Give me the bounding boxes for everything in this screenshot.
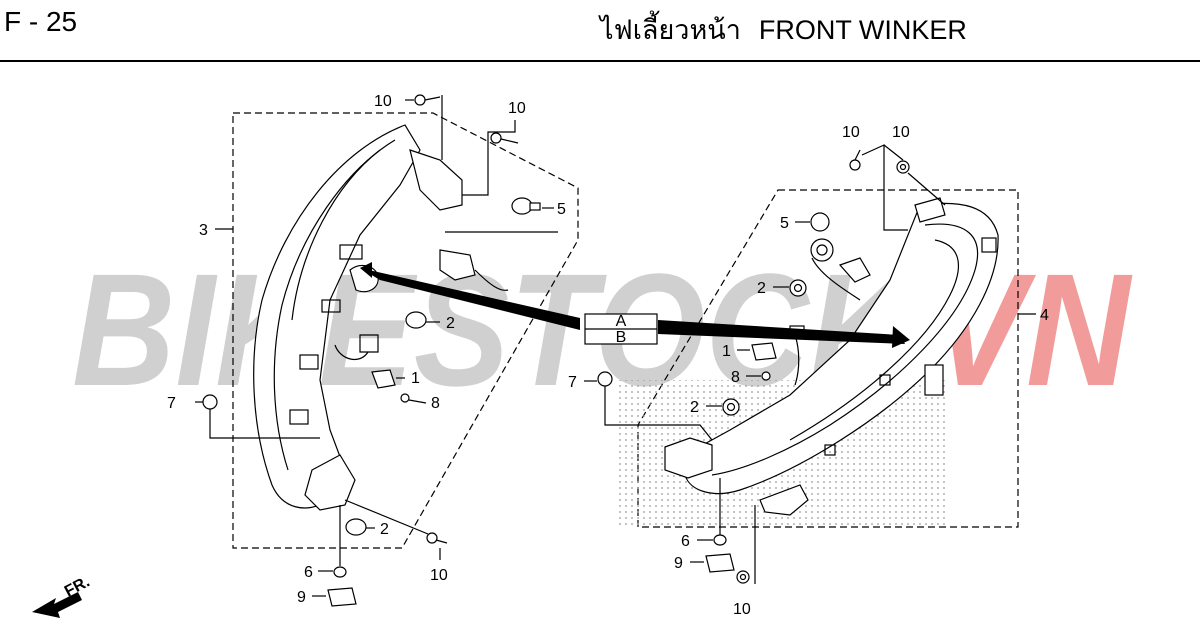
page-header: F - 25 ไฟเลี้ยวหน้า FRONT WINKER (0, 0, 1200, 62)
screw-part-8 (400, 393, 427, 404)
callout-10: 10 (508, 100, 526, 117)
callout-10: 10 (430, 567, 448, 584)
callout-10: 10 (842, 124, 860, 141)
right-tab (981, 237, 997, 253)
callout-10: 10 (374, 93, 392, 110)
front-arrow-icon (32, 592, 82, 618)
right-housing-lens-line (789, 239, 959, 441)
clip-nut-part-9 (705, 553, 735, 573)
callout-7: 7 (167, 395, 176, 412)
leader-line (883, 144, 904, 161)
clip-part-1 (371, 369, 405, 389)
screw-part-10 (414, 94, 441, 106)
nut-part-6 (333, 566, 347, 578)
figure-title-english: FRONT WINKER (758, 15, 967, 45)
leader-line (344, 499, 441, 560)
arrow-head-right (892, 326, 910, 348)
screw-part-10 (736, 570, 750, 584)
clip-nut-part-9 (327, 587, 357, 607)
bulb-part-5 (511, 197, 541, 215)
callout-3: 3 (199, 222, 208, 239)
callout-4: 4 (1040, 307, 1049, 324)
left-housing-lens-line (291, 149, 381, 321)
left-winker-assembly (195, 94, 579, 607)
right-tab (824, 444, 836, 456)
right-winker-housing (684, 202, 999, 495)
screw-part-10 (896, 160, 910, 174)
bolt-part-7 (597, 371, 613, 400)
callout-9: 9 (297, 589, 306, 606)
leader-line (604, 400, 713, 441)
left-bottom-bracket (304, 454, 356, 511)
callout-10: 10 (733, 601, 751, 618)
right-winker-assembly (584, 144, 1036, 584)
nut-part-6 (713, 534, 727, 546)
right-tab (924, 364, 944, 396)
callout-2: 2 (446, 315, 455, 332)
callout-2: 2 (690, 399, 699, 416)
right-housing-inner-line (711, 223, 979, 476)
parts-diagram: BIKESTOCK VN (32, 93, 1133, 618)
left-wire (334, 344, 369, 361)
figure-title-thai: ไฟเลี้ยวหน้า (600, 15, 741, 45)
callout-9: 9 (674, 555, 683, 572)
grommet-part-2 (345, 518, 375, 536)
left-top-bracket (409, 149, 463, 211)
callout-7: 7 (568, 374, 577, 391)
callout-10: 10 (892, 124, 910, 141)
leader-line (209, 425, 320, 439)
callout-labels: 10 10 5 3 2 1 8 7 2 10 6 9 10 10 5 2 4 1… (167, 93, 1049, 618)
leader-line (907, 172, 946, 206)
header-rule (0, 60, 1200, 62)
direction-label: FR. (62, 573, 93, 600)
socket-with-wire (439, 249, 509, 291)
arrow-head-left (360, 262, 372, 278)
left-housing-inner-line (273, 139, 396, 471)
callout-1: 1 (722, 343, 731, 360)
grommet-part-2 (405, 311, 440, 329)
right-socket-with-wire (810, 238, 871, 301)
callout-5: 5 (557, 201, 566, 218)
direction-marker: FR. (32, 573, 93, 618)
connector-label-b: B (616, 329, 627, 346)
figure-code: F - 25 (4, 6, 78, 37)
left-connector (359, 334, 379, 353)
callout-2: 2 (757, 280, 766, 297)
screw-part-10 (849, 149, 861, 171)
callout-8: 8 (731, 369, 740, 386)
callout-6: 6 (681, 533, 690, 550)
grommet-part-2 (789, 279, 807, 297)
left-tab (339, 244, 363, 260)
leader-line (861, 144, 908, 231)
bulb-part-5 (810, 212, 830, 232)
figure-title: ไฟเลี้ยวหน้า FRONT WINKER (600, 8, 967, 51)
right-bottom-tab (759, 484, 809, 516)
clip-part-1 (751, 342, 777, 361)
left-tab (299, 354, 319, 370)
right-bottom-bracket (664, 437, 713, 479)
callout-6: 6 (304, 564, 313, 581)
right-top-bracket (914, 197, 946, 223)
callout-8: 8 (431, 395, 440, 412)
screw-part-10 (490, 132, 519, 144)
callout-1: 1 (411, 370, 420, 387)
connector-label-a: A (616, 313, 627, 330)
connector-ab: A B (360, 262, 910, 348)
grommet-part-2 (722, 398, 740, 416)
callout-5: 5 (780, 215, 789, 232)
left-tab (289, 409, 309, 425)
screw-part-8 (761, 371, 771, 381)
leader-line (462, 120, 516, 196)
left-tab (321, 299, 341, 313)
screw-part-10 (426, 532, 448, 544)
arrow-to-right-assembly (658, 320, 905, 344)
left-group-boundary (232, 112, 579, 549)
right-tab (879, 374, 891, 386)
arrow-to-left-assembly (360, 268, 580, 330)
callout-2: 2 (380, 521, 389, 538)
